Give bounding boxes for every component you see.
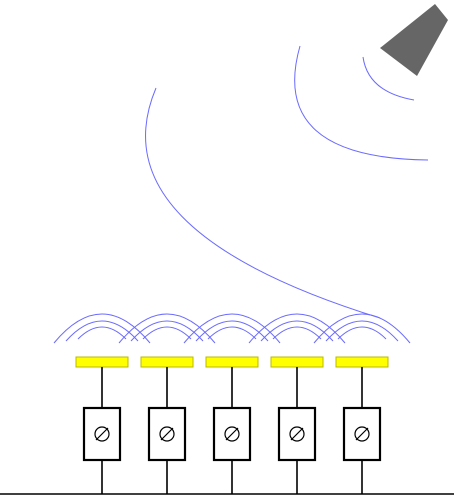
element-3-wavefront-2	[195, 320, 269, 342]
element-4-wavefront-1	[248, 313, 346, 344]
element-2-plate	[140, 356, 194, 368]
phase-shifter-icon	[224, 426, 240, 442]
element-4-wavefront-3	[272, 326, 322, 340]
antenna-element-2	[140, 356, 194, 494]
phase-shifter-icon	[159, 426, 175, 442]
antenna-element-4	[270, 356, 324, 494]
element-3-wavefront-1	[183, 313, 281, 344]
element-5-plate	[335, 356, 389, 368]
element-1-wavefront-3	[77, 326, 127, 340]
element-1-plate	[75, 356, 129, 368]
element-4-plate	[270, 356, 324, 368]
phase-shifter-icon	[289, 426, 305, 442]
flashlight-icon	[380, 4, 448, 76]
source-wavefront-2	[294, 45, 429, 161]
element-5-wavefront-2	[325, 320, 399, 342]
element-3-plate	[205, 356, 259, 368]
antenna-element-5	[335, 356, 389, 494]
antenna-elements	[75, 356, 389, 494]
element-2-wavefront-3	[142, 326, 192, 340]
element-2-wavefront-2	[130, 320, 204, 342]
phase-shifter-icon	[94, 426, 110, 442]
element-5-wavefront-1	[313, 313, 411, 344]
element-4-wavefront-2	[260, 320, 334, 342]
element-3-wavefront-3	[207, 326, 257, 340]
phase-shifter-icon	[354, 426, 370, 442]
source-wavefront-1	[362, 56, 415, 101]
main-beam-wavefront	[145, 87, 381, 319]
element-1-wavefront-2	[65, 320, 139, 342]
element-wavefronts	[53, 313, 411, 344]
element-2-wavefront-1	[118, 313, 216, 344]
element-1-wavefront-1	[53, 313, 151, 344]
antenna-element-3	[205, 356, 259, 494]
source-group	[145, 4, 448, 319]
antenna-element-1	[75, 356, 129, 494]
element-5-wavefront-3	[337, 326, 387, 340]
